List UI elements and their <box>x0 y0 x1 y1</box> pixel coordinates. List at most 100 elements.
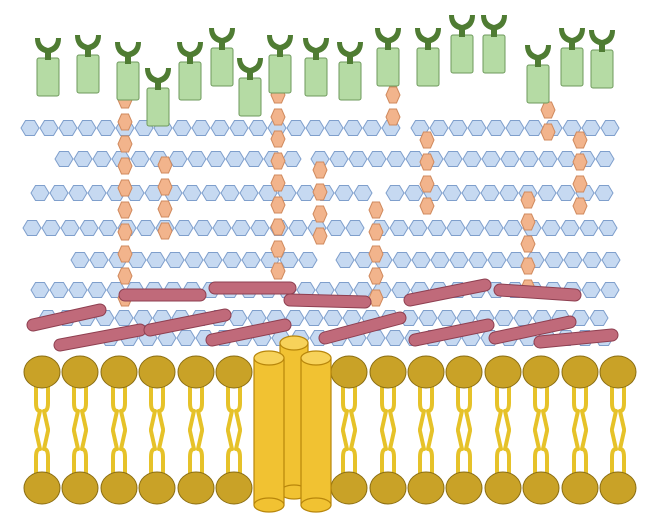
receptor-stalk <box>146 87 170 127</box>
lipid-head-outer <box>215 355 253 389</box>
peptide-crosslink-icon <box>385 108 401 126</box>
polysaccharide-hexagon-icon <box>563 252 583 268</box>
polysaccharide-hexagon-icon <box>537 185 557 201</box>
receptor-head <box>303 38 329 60</box>
polysaccharide-hexagon-icon <box>581 282 601 298</box>
polysaccharide-hexagon-icon <box>541 220 561 236</box>
lipid-tail <box>418 383 434 431</box>
receptor-protein-icon <box>481 15 507 74</box>
lipid-head-outer <box>23 355 61 389</box>
polysaccharide-hexagon-icon <box>58 120 78 136</box>
polysaccharide-hexagon-icon <box>323 310 343 326</box>
phospholipid-icon <box>61 355 99 431</box>
peptide-crosslink-icon <box>270 130 286 148</box>
peptide-crosslink-icon <box>368 201 384 219</box>
peptide-crosslink-icon <box>368 223 384 241</box>
glycolipid-rod-icon <box>144 309 231 336</box>
receptor-protein-icon <box>115 42 141 101</box>
membrane-channel-protein-icon <box>253 335 332 513</box>
lipid-head-inner <box>599 471 637 505</box>
lipid-tail <box>495 429 511 477</box>
peptide-crosslink-icon <box>117 267 133 285</box>
polysaccharide-hexagon-icon <box>484 220 504 236</box>
polysaccharide-hexagon-icon <box>505 120 525 136</box>
polysaccharide-hexagon-icon <box>298 252 318 268</box>
peptide-crosslink-icon <box>540 123 556 141</box>
receptor-protein-icon <box>303 38 329 97</box>
receptor-stalk <box>76 54 100 94</box>
phospholipid-icon <box>100 355 138 431</box>
phospholipid-icon <box>215 355 253 431</box>
polysaccharide-hexagon-icon <box>241 252 261 268</box>
polysaccharide-hexagon-icon <box>462 151 482 167</box>
polysaccharide-hexagon-icon <box>68 185 88 201</box>
channel-cylinder-top <box>300 350 332 366</box>
receptor-head <box>177 42 203 64</box>
polysaccharide-hexagon-icon <box>408 220 428 236</box>
polysaccharide-hexagon-icon <box>467 120 487 136</box>
polysaccharide-hexagon-icon <box>443 151 463 167</box>
polysaccharide-hexagon-icon <box>176 330 196 346</box>
polysaccharide-hexagon-icon <box>324 120 344 136</box>
surface-receptor-layer <box>35 15 615 127</box>
polysaccharide-hexagon-icon <box>212 220 232 236</box>
lipid-tail <box>188 429 204 477</box>
polysaccharide-hexagon-icon <box>600 282 620 298</box>
receptor-head <box>559 28 585 50</box>
glycolipid-rod-icon <box>54 324 146 351</box>
receptor-stalk <box>450 34 474 74</box>
polysaccharide-hexagon-icon <box>282 151 302 167</box>
polysaccharide-hexagon-icon <box>174 220 194 236</box>
receptor-protein-icon <box>337 42 363 101</box>
lipid-tail <box>111 383 127 431</box>
polysaccharide-hexagon-icon <box>187 151 207 167</box>
polysaccharide-hexagon-icon <box>191 120 211 136</box>
polysaccharide-hexagon-icon <box>258 185 278 201</box>
peptide-crosslink-icon <box>117 223 133 241</box>
phospholipid-icon <box>177 429 215 505</box>
polysaccharide-hexagon-icon <box>513 310 533 326</box>
peptide-crosslink-icon <box>117 157 133 175</box>
polysaccharide-hexagon-icon <box>560 220 580 236</box>
peptide-crosslink-icon <box>419 197 435 215</box>
peptide-crosslink-icon <box>117 113 133 131</box>
glycolipid-rod-icon <box>206 319 291 346</box>
polysaccharide-hexagon-icon <box>480 185 500 201</box>
polysaccharide-hexagon-icon <box>544 252 564 268</box>
peptide-crosslink-icon <box>117 201 133 219</box>
peptide-crosslink-icon <box>117 179 133 197</box>
polysaccharide-hexagon-icon <box>201 185 221 201</box>
lipid-tail <box>341 429 357 477</box>
channel-cylinder-top <box>279 335 309 351</box>
polysaccharide-hexagon-icon <box>193 220 213 236</box>
polysaccharide-hexagon-icon <box>430 252 450 268</box>
glycolipid-rod-icon <box>409 319 494 346</box>
polysaccharide-hexagon-icon <box>114 310 134 326</box>
receptor-stalk <box>304 57 328 97</box>
receptor-stalk <box>416 47 440 87</box>
polysaccharide-hexagon-icon <box>334 185 354 201</box>
polysaccharide-hexagon-icon <box>581 120 601 136</box>
receptor-head <box>449 15 475 37</box>
lipid-head-outer <box>407 355 445 389</box>
lipid-head-outer <box>561 355 599 389</box>
polysaccharide-hexagon-icon <box>146 252 166 268</box>
polysaccharide-hexagon-icon <box>244 151 264 167</box>
polysaccharide-hexagon-icon <box>437 310 457 326</box>
polysaccharide-hexagon-icon <box>500 151 520 167</box>
polysaccharide-hexagon-icon <box>127 252 147 268</box>
polysaccharide-hexagon-icon <box>589 310 609 326</box>
polysaccharide-hexagon-icon <box>49 185 69 201</box>
polysaccharide-hexagon-icon <box>499 185 519 201</box>
receptor-protein-icon <box>145 68 171 127</box>
receptor-stalk <box>116 61 140 101</box>
lipid-tail <box>533 383 549 431</box>
polysaccharide-hexagon-icon <box>60 220 80 236</box>
lipid-tail <box>149 429 165 477</box>
receptor-head <box>589 30 615 52</box>
polysaccharide-hexagon-icon <box>601 252 621 268</box>
peptide-crosslink-icon <box>312 205 328 223</box>
polysaccharide-hexagon-icon <box>30 282 50 298</box>
polysaccharide-hexagon-icon <box>556 185 576 201</box>
receptor-protein-icon <box>209 28 235 87</box>
